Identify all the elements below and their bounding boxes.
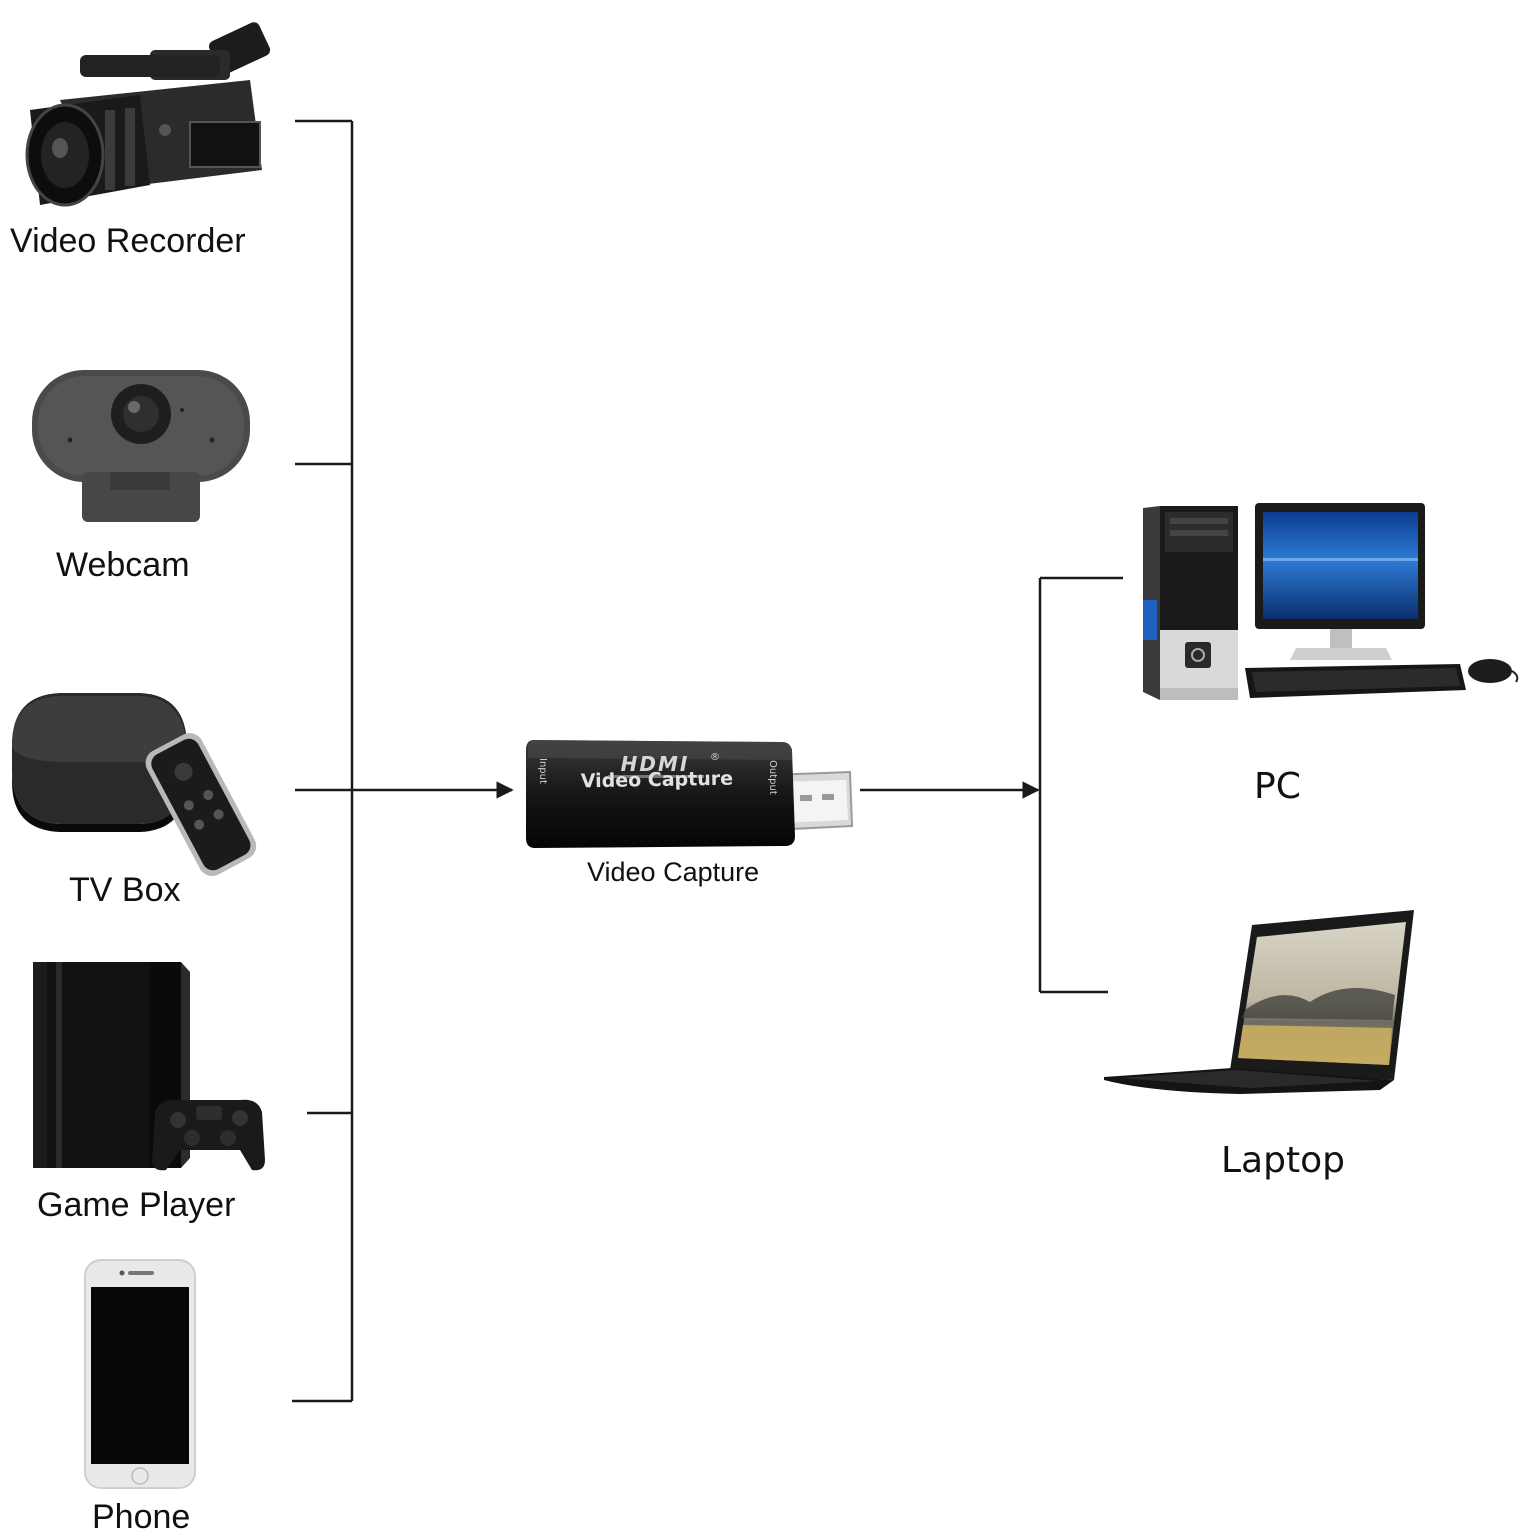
device-face-text: Video Capture [581,768,734,793]
label-webcam: Webcam [56,546,190,584]
hdmi-capture-dongle-icon: HDMI ® Video Capture Input Output [526,740,854,848]
output-port-label: Output [767,760,778,795]
laptop-icon [1104,910,1414,1094]
label-game-player: Game Player [37,1186,236,1224]
label-phone: Phone [92,1498,191,1536]
tv-box-icon [12,693,257,876]
game-console-icon [33,962,265,1171]
input-port-label: Input [537,758,548,784]
label-pc: PC [1254,766,1301,807]
label-video-recorder: Video Recorder [10,222,246,260]
label-video-capture: Video Capture [587,857,760,887]
webcam-icon [32,370,250,522]
hdmi-brand-text: HDMI [621,752,690,776]
label-tv-box: TV Box [69,871,181,909]
hdmi-registered-mark: ® [710,752,720,763]
desktop-pc-icon [1143,503,1519,700]
video-camera-icon [25,22,271,207]
connector-lines [292,119,1123,1403]
label-laptop: Laptop [1221,1140,1345,1181]
smartphone-icon [84,1259,196,1489]
